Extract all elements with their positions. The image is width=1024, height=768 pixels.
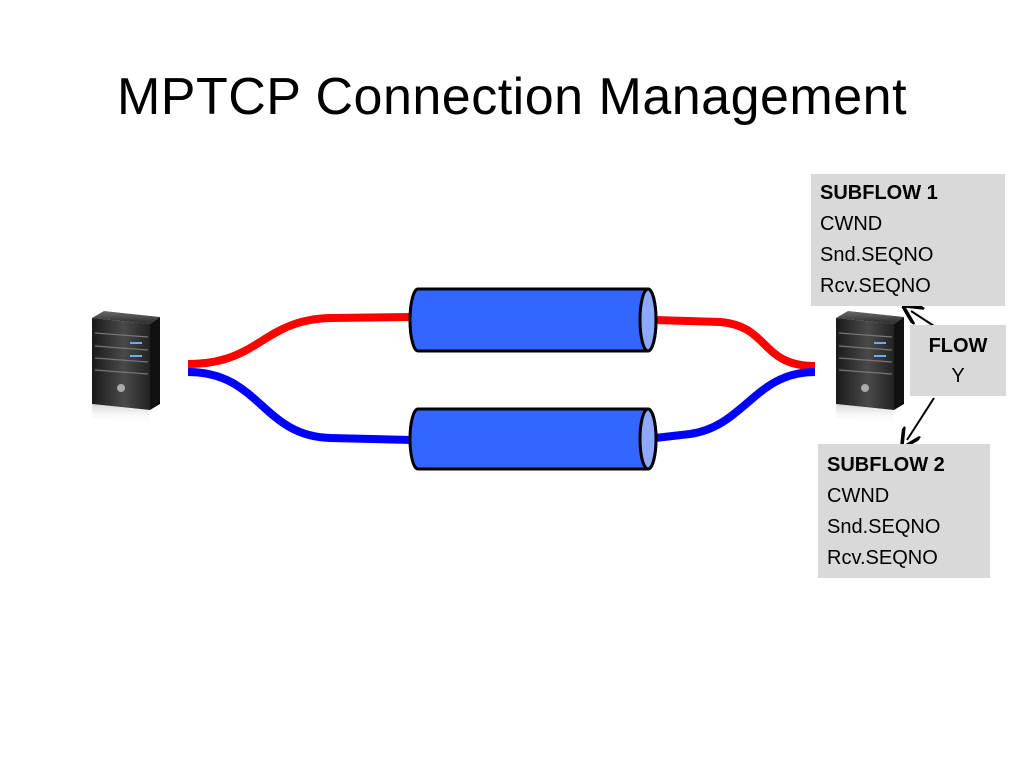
- arrow-to-subflow-1: [911, 311, 935, 327]
- left-server-icon: [92, 311, 160, 424]
- subflow-2-path: [187, 368, 816, 444]
- right-server-icon: [836, 311, 904, 424]
- subflow-2-snd-seqno: Snd.SEQNO: [827, 516, 941, 538]
- subflow-1-title: SUBFLOW 1: [820, 182, 938, 204]
- subflow-2-cwnd: CWND: [827, 485, 890, 507]
- arrow-to-subflow-2: [907, 397, 935, 440]
- subflow-1-rcv-seqno: Rcv.SEQNO: [820, 275, 931, 297]
- flow-label: FLOW: [928, 335, 988, 357]
- lower-pipe: [408, 407, 658, 471]
- subflow-1-snd-seqno: Snd.SEQNO: [820, 244, 934, 266]
- upper-pipe: [408, 287, 658, 353]
- subflow-2-title: SUBFLOW 2: [827, 454, 945, 476]
- subflow-1-state-box: SUBFLOW 1 CWND Snd.SEQNO Rcv.SEQNO: [811, 174, 1005, 306]
- flow-box: FLOW Y: [910, 325, 1006, 396]
- subflow-1-cwnd: CWND: [820, 213, 883, 235]
- subflow-2-rcv-seqno: Rcv.SEQNO: [827, 547, 938, 569]
- slide-title: MPTCP Connection Management: [116, 68, 908, 126]
- subflow-1-path: [187, 313, 816, 370]
- flow-id: Y: [951, 365, 965, 387]
- subflow-2-state-box: SUBFLOW 2 CWND Snd.SEQNO Rcv.SEQNO: [818, 444, 990, 578]
